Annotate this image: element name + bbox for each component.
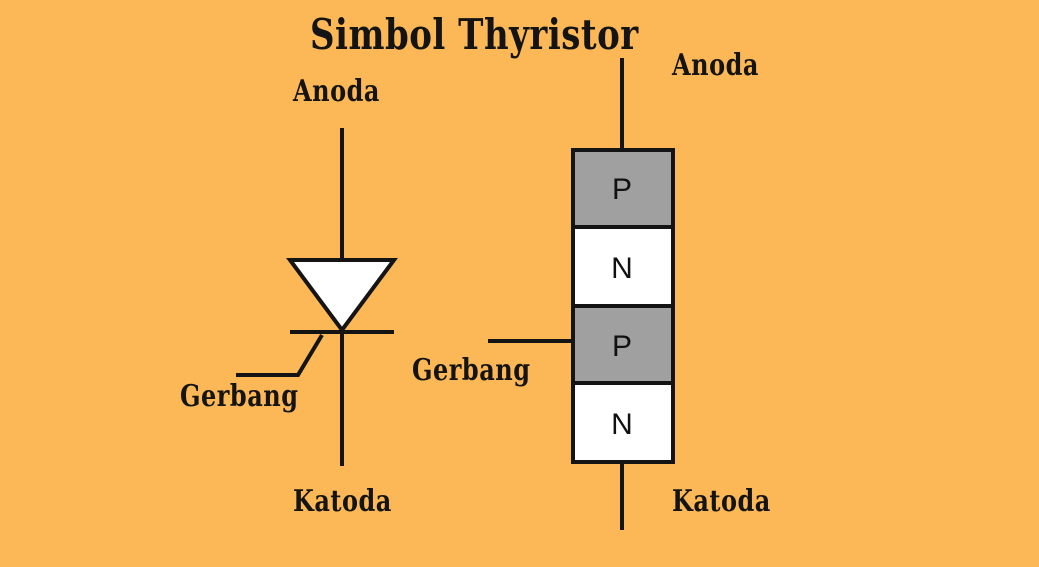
layer-gate-label: Gerbang (412, 351, 531, 388)
layer-n1-label: N (611, 252, 633, 285)
layer-n2-label: N (611, 408, 633, 441)
thyristor-symbol (236, 128, 398, 466)
symbol-cathode-label: Katoda (293, 482, 392, 519)
pnpn-structure: P N P N (488, 58, 675, 530)
layer-p2 (571, 304, 675, 385)
layer-p1-label: P (612, 173, 632, 206)
layer-cathode-label: Katoda (672, 482, 771, 519)
gate-lead (236, 333, 324, 377)
diode-triangle (286, 258, 398, 334)
diagram-title: Simbol Thyristor (310, 10, 639, 60)
layer-p2-label: P (612, 330, 632, 363)
layer-n1 (571, 225, 675, 308)
symbol-gate-label: Gerbang (180, 377, 299, 414)
symbol-anode-label: Anoda (293, 72, 380, 109)
layer-anode-label: Anoda (672, 46, 759, 83)
